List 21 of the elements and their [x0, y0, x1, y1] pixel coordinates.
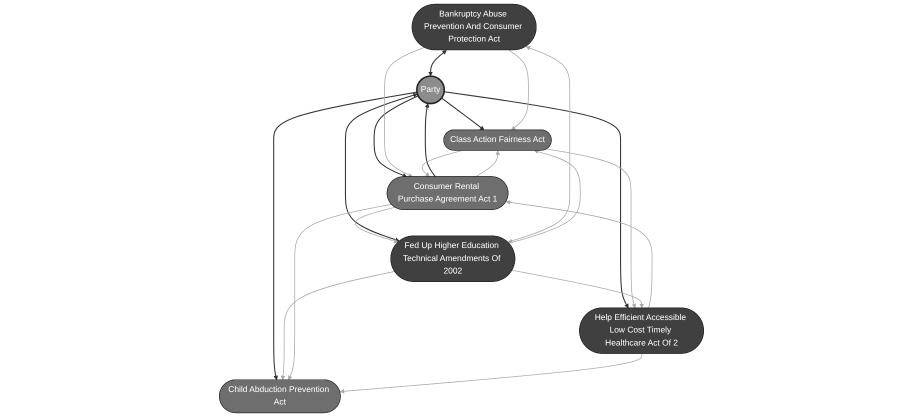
- arrow: [384, 47, 425, 178]
- arrow: [444, 91, 629, 308]
- arrow: [506, 200, 652, 308]
- arrow: [280, 271, 396, 380]
- arrow: [508, 149, 581, 244]
- arrow: [344, 93, 418, 242]
- arrow: [424, 103, 436, 178]
- arrow: [288, 204, 392, 380]
- arrow: [546, 148, 636, 308]
- arrow: [441, 98, 484, 130]
- arrow: [374, 95, 418, 178]
- node-circle: Party: [416, 75, 446, 104]
- arrow: [273, 92, 418, 380]
- arrow: [340, 353, 642, 394]
- arrow: [512, 270, 644, 308]
- arrow: [475, 150, 500, 178]
- arrow: [508, 50, 529, 130]
- arrow: [354, 206, 398, 244]
- arrow: [422, 150, 462, 178]
- arrow: [508, 46, 570, 244]
- arrow: [428, 50, 447, 76]
